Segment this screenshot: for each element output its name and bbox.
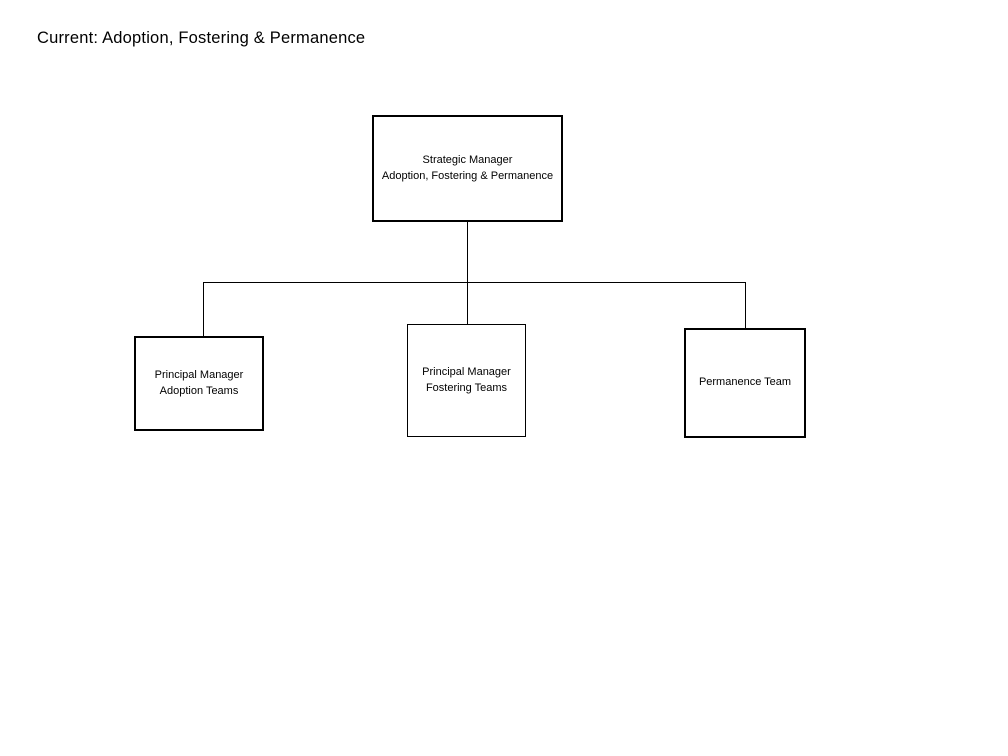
org-node-label-line: Principal Manager (154, 369, 244, 382)
org-node-principal-manager-adoption: Principal Manager Adoption Teams (134, 336, 264, 431)
org-node-permanence-team: Permanence Team (684, 328, 806, 438)
org-node-label-line: Strategic Manager (422, 154, 513, 167)
org-node-label-line: Permanence Team (698, 376, 792, 389)
connector-drop-adoption (203, 282, 204, 336)
page-title: Current: Adoption, Fostering & Permanenc… (37, 29, 366, 47)
org-node-label-line: Principal Manager (422, 366, 511, 379)
org-node-label-line: Fostering Teams (425, 381, 508, 394)
connector-horizontal-bar (203, 282, 746, 283)
org-node-label-line: Adoption Teams (159, 384, 239, 397)
connector-drop-permanence (745, 282, 746, 328)
connector-drop-fostering (467, 282, 468, 324)
org-node-label-line: Adoption, Fostering & Permanence (381, 169, 554, 182)
org-node-principal-manager-fostering: Principal Manager Fostering Teams (407, 324, 526, 437)
org-node-strategic-manager: Strategic Manager Adoption, Fostering & … (372, 115, 563, 222)
connector-root-vertical (467, 222, 468, 282)
